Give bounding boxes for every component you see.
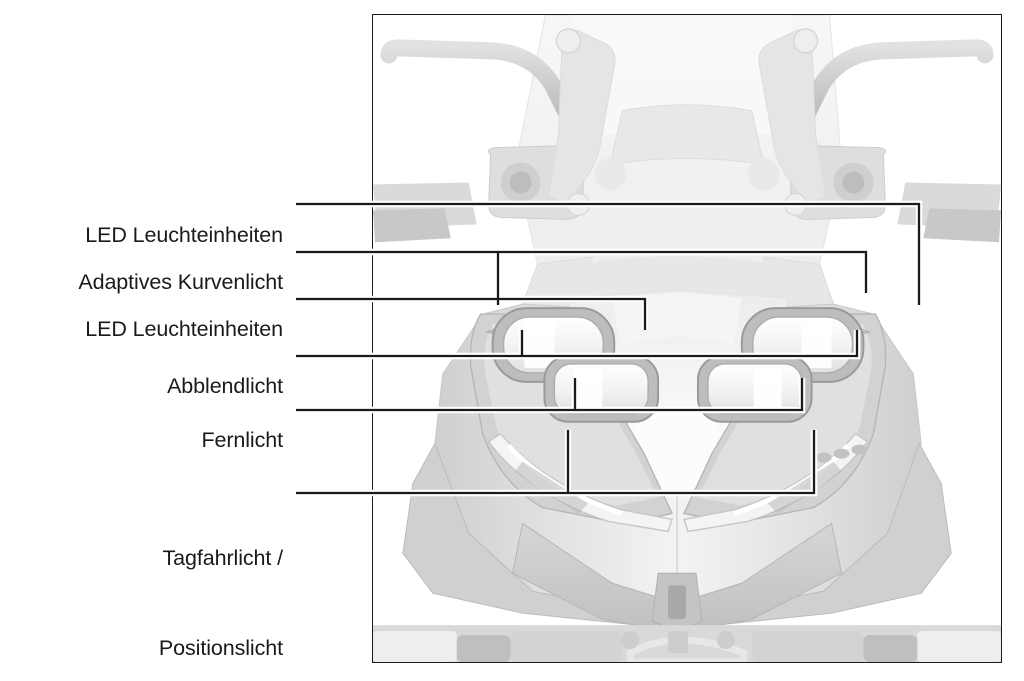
bolt-top-left [555,28,582,54]
callout-led-leuchteinheiten-lower-text: LED Leuchteinheiten [85,317,283,341]
callout-led-leuchteinheiten-top-text: LED Leuchteinheiten [85,223,283,247]
instrument-cluster [609,104,765,166]
callout-tagfahrlicht-positionslicht: Tagfahrlicht / Positionslicht [159,483,283,681]
fork-left [456,635,511,662]
mudguard-arc [626,636,748,662]
center-latch [668,585,687,620]
callout-adaptives-kurvenlicht: Adaptives Kurvenlicht [56,242,283,323]
vent-detail-right [815,444,868,463]
lever-left [373,208,451,243]
lower-fairing [402,442,952,634]
reflector-left [373,631,457,662]
fork-tube-left [510,631,623,662]
bolt-mid-left [566,192,590,217]
led-lens-upper-right-glint [801,322,832,368]
callout-tagfahrlicht-line1: Tagfahrlicht / [162,546,284,570]
cockpit-brackets [547,28,827,217]
callout-led-leuchteinheiten-top: LED Leuchteinheiten [62,195,283,276]
fork-tube-right [751,631,864,662]
illustration-frame [372,14,1002,663]
mirror-pivot-right-inner [842,171,865,194]
handlebar-left-tube [380,39,581,134]
reflector-right [917,631,1001,662]
callout-abblendlicht: Abblendlicht [145,346,283,427]
fairing-center-panel [592,203,764,263]
windscreen-highlight [572,15,800,135]
front-end-group [373,625,1001,662]
handlebar-left-shade [380,39,581,134]
handlebar-right-tube [793,39,994,134]
led-lens-lower-left-glint [574,367,603,410]
led-lens-upper-left-glint [524,322,555,368]
fender-bolt-left [621,631,640,650]
callout-tagfahrlicht-line2: Positionslicht [158,636,283,660]
motorcycle-front-illustration [373,15,1001,662]
led-lens-lower-right-glint [753,367,782,410]
bolt-mid-right [784,192,808,217]
bolt-top-right [792,28,819,54]
callout-fernlicht-text: Fernlicht [201,428,283,452]
lever-right [923,208,1001,243]
handlebar-right-shade [793,39,994,134]
fork-right [863,635,918,662]
fender-bolt-right [716,631,735,650]
callout-fernlicht: Fernlicht [178,400,283,481]
cluster-detail-left [594,158,627,191]
callout-abblendlicht-text: Abblendlicht [167,374,283,398]
callout-led-leuchteinheiten-lower: LED Leuchteinheiten [62,289,283,370]
cluster-detail-right [747,158,780,191]
fender-bracket [668,631,688,654]
callout-adaptives-kurvenlicht-text: Adaptives Kurvenlicht [78,270,283,294]
drl-strip-right [683,432,869,533]
mirror-pivot-left-inner [509,171,532,194]
